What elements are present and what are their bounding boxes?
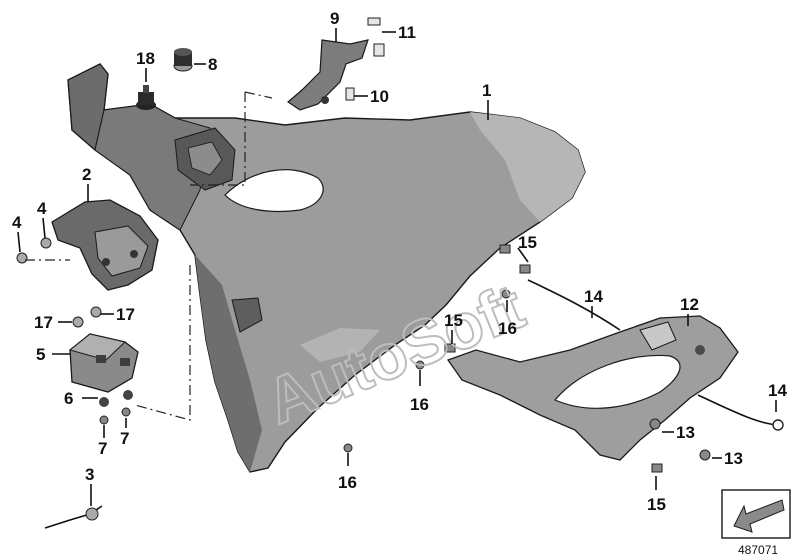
callout-14a: 14 — [584, 287, 603, 306]
callout-4a: 4 — [12, 213, 22, 232]
callout-15c: 15 — [647, 495, 666, 514]
callout-1: 1 — [482, 81, 491, 100]
callout-5: 5 — [36, 345, 45, 364]
side-fairing-panel — [67, 63, 586, 473]
callout-17b: 17 — [116, 305, 135, 324]
bracket-plate — [446, 315, 739, 461]
reference-box: 487071 — [721, 489, 791, 557]
callout-2: 2 — [82, 165, 91, 184]
callout-13a: 13 — [676, 423, 695, 442]
cover-bracket — [51, 199, 159, 291]
callout-8: 8 — [208, 55, 217, 74]
callout-3: 3 — [85, 465, 94, 484]
callouts: 1 2 3 4 4 5 6 7 7 8 9 10 11 12 13 13 14 — [12, 9, 787, 514]
callout-14b: 14 — [768, 381, 787, 400]
callout-12: 12 — [680, 295, 699, 314]
callout-10: 10 — [370, 87, 389, 106]
callout-11: 11 — [398, 23, 416, 42]
callout-4b: 4 — [37, 199, 47, 218]
callout-15b: 15 — [444, 311, 463, 330]
callout-9: 9 — [330, 9, 339, 28]
assembly-lines — [25, 91, 273, 421]
callout-7a: 7 — [98, 439, 107, 458]
callout-6: 6 — [64, 389, 73, 408]
callout-13b: 13 — [724, 449, 743, 468]
callout-15a: 15 — [518, 233, 537, 252]
callout-17a: 17 — [34, 313, 53, 332]
callout-7b: 7 — [120, 429, 129, 448]
holder-bracket — [287, 39, 369, 111]
cable-parts — [44, 279, 784, 529]
orientation-arrow-icon — [733, 499, 785, 533]
callout-16b: 16 — [410, 395, 429, 414]
small-parts — [16, 17, 711, 473]
callout-16a: 16 — [498, 319, 517, 338]
control-unit — [68, 333, 139, 393]
diagram-ref-number: 487071 — [738, 543, 778, 557]
callout-16c: 16 — [338, 473, 357, 492]
callout-18: 18 — [136, 49, 155, 68]
